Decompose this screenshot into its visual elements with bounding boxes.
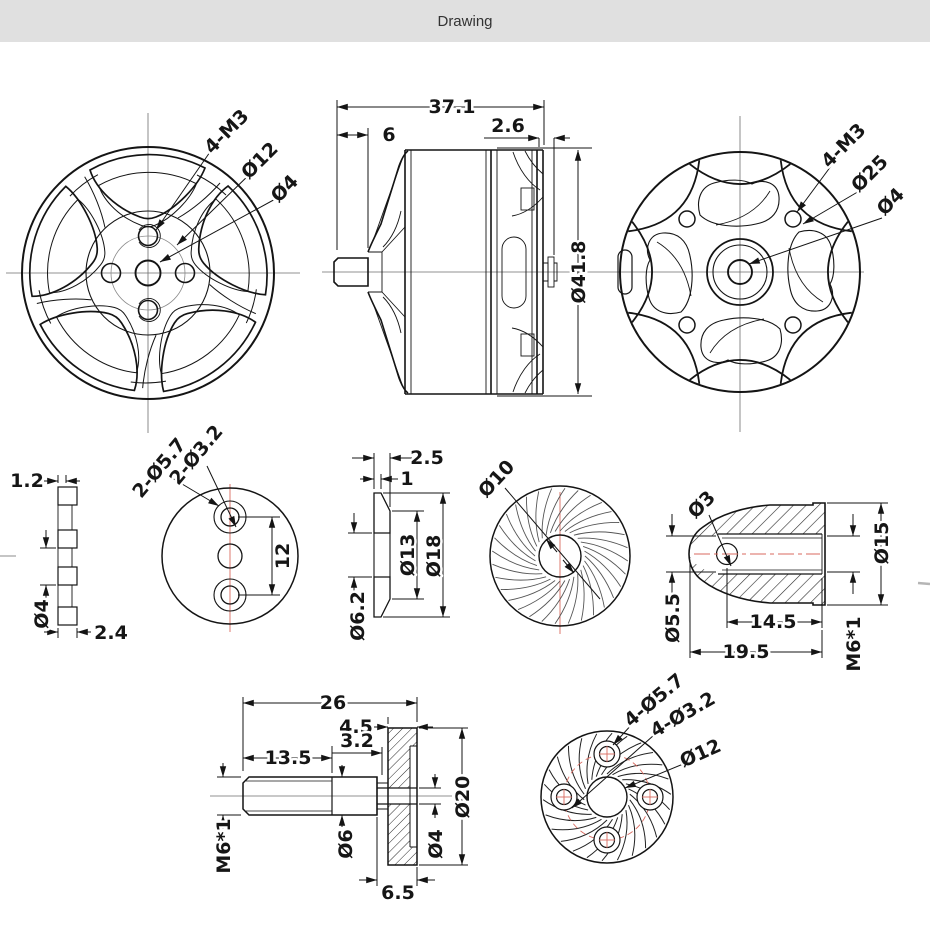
dim-shaft-length: 26 — [320, 692, 346, 714]
dim-hole-spacing: 12 — [272, 543, 294, 569]
plate-bore — [586, 776, 628, 818]
dim-base-shaft-hole: Ø4 — [873, 184, 909, 220]
dimensions — [336, 100, 592, 397]
dim-shaft-bore: Ø4 — [425, 829, 447, 858]
dim-nut-pilot: Ø5.5 — [662, 593, 684, 643]
turbine-blades — [492, 488, 628, 624]
dim-bell-bolt-circle: Ø12 — [237, 138, 283, 184]
prop-nut-section-view: Ø3 Ø5.5 14.5 19.5 M6*1 Ø15 — [660, 484, 930, 674]
washer-bore — [538, 534, 582, 578]
m3-mount-holes — [678, 210, 802, 334]
title-bar: Drawing — [0, 0, 930, 42]
dim-rear-offset: 2.6 — [491, 115, 525, 137]
turbo-plate-view: 4-Ø5.7 4-Ø3.2 Ø12 — [540, 667, 727, 864]
dim-nut-thread-length: 14.5 — [750, 611, 797, 633]
shaft-hole — [727, 259, 753, 285]
leader-lines — [748, 161, 883, 265]
dim-flange-dia: Ø20 — [452, 776, 474, 819]
dim-cone-bore: Ø6.2 — [347, 591, 369, 641]
bell-spoke-cutouts — [17, 155, 278, 403]
dim-shaft-dia: Ø6 — [335, 829, 357, 858]
dim-bell-shaft-hole: Ø4 — [267, 171, 303, 207]
dim-flange-thickness: 4.5 — [339, 716, 373, 738]
washer-outline — [489, 485, 631, 627]
dim-cone-thickness: 2.5 — [410, 447, 444, 469]
dim-nut-flange-dia: Ø15 — [871, 522, 893, 565]
shaft-hole — [134, 259, 162, 287]
hole-center-marks — [556, 746, 658, 848]
cone-washer-section-view: 2.5 1 Ø13 Ø18 Ø6.2 — [345, 445, 450, 643]
hub-ring-inner — [712, 244, 768, 300]
dimensions — [217, 697, 468, 886]
bell-outer-rim — [21, 146, 275, 400]
dim-base-bolt-circle: Ø25 — [847, 151, 893, 197]
dim-thread-length: 13.5 — [265, 747, 312, 769]
motor-detail-lines — [368, 150, 558, 394]
bell-hub-circle — [85, 210, 211, 336]
plate-outline — [161, 487, 299, 625]
m3-screw-holes — [100, 224, 196, 322]
dim-bell-screw-holes: 4-M3 — [200, 105, 253, 158]
dim-hub-width: 6.5 — [381, 882, 415, 904]
dim-shaft-thread: M6*1 — [213, 818, 235, 873]
dimensions — [666, 502, 888, 658]
dim-motor-diameter: Ø41.8 — [568, 240, 590, 303]
turbo-washer-view: Ø10 — [472, 453, 631, 634]
leader — [504, 487, 601, 600]
dim-nut-thread: M6*1 — [843, 616, 865, 671]
shim-section-view: 1.2 Ø4 2.4 — [0, 468, 130, 647]
cone-washer-body — [373, 492, 391, 618]
motor-outline — [333, 149, 544, 395]
drawing-canvas: 4-M3 Ø12 Ø4 — [0, 42, 930, 950]
dim-turbo-bore: Ø10 — [474, 456, 519, 502]
dim-step: 3.2 — [340, 730, 374, 752]
plate-holes — [550, 740, 664, 854]
cooling-cutouts — [646, 180, 834, 364]
dim-shim-thickness: 2.4 — [94, 622, 128, 644]
motor-back-view: 4-M3 Ø25 Ø4 — [617, 116, 911, 432]
dim-cone-outer-dia: Ø18 — [423, 535, 445, 578]
edge-artifact — [917, 581, 930, 586]
motor-side-view: 37.1 6 2.6 Ø41.8 — [322, 94, 620, 397]
leader-lines — [571, 711, 689, 809]
adapter-plate-view: 2-Ø3.2 2-Ø5.7 12 — [126, 418, 299, 632]
leader-lines — [155, 138, 280, 263]
dimensions — [171, 465, 280, 596]
dim-shim-bore: Ø4 — [31, 599, 53, 628]
shaft-body — [242, 727, 418, 866]
dim-cone-mid-dia: Ø13 — [397, 534, 419, 577]
dimensions — [348, 453, 450, 618]
nut-body — [688, 502, 826, 606]
dim-cone-edge: 1 — [400, 468, 413, 490]
motor-bell-front-view: 4-M3 Ø12 Ø4 — [6, 103, 305, 433]
page-title: Drawing — [437, 12, 493, 30]
plate-outline — [540, 730, 674, 864]
dimensions — [40, 475, 91, 638]
dim-nut-tip-hole: Ø3 — [684, 487, 720, 523]
dim-motor-length: 37.1 — [429, 96, 476, 118]
dim-shaft-protrusion: 6 — [382, 124, 395, 146]
dim-plate-bore: Ø12 — [677, 735, 725, 772]
prop-shaft-section-view: 26 4.5 13.5 3.2 Ø6 M6*1 Ø4 Ø20 6.5 — [210, 690, 477, 907]
shim-body — [57, 486, 78, 626]
hub-ring-outer — [706, 238, 774, 306]
wire-slot — [617, 249, 633, 295]
bolt-circle-12 — [110, 235, 186, 311]
base-outer-circle — [619, 151, 861, 393]
dim-nut-length: 19.5 — [723, 641, 770, 663]
dim-shim-web: 1.2 — [10, 470, 44, 492]
